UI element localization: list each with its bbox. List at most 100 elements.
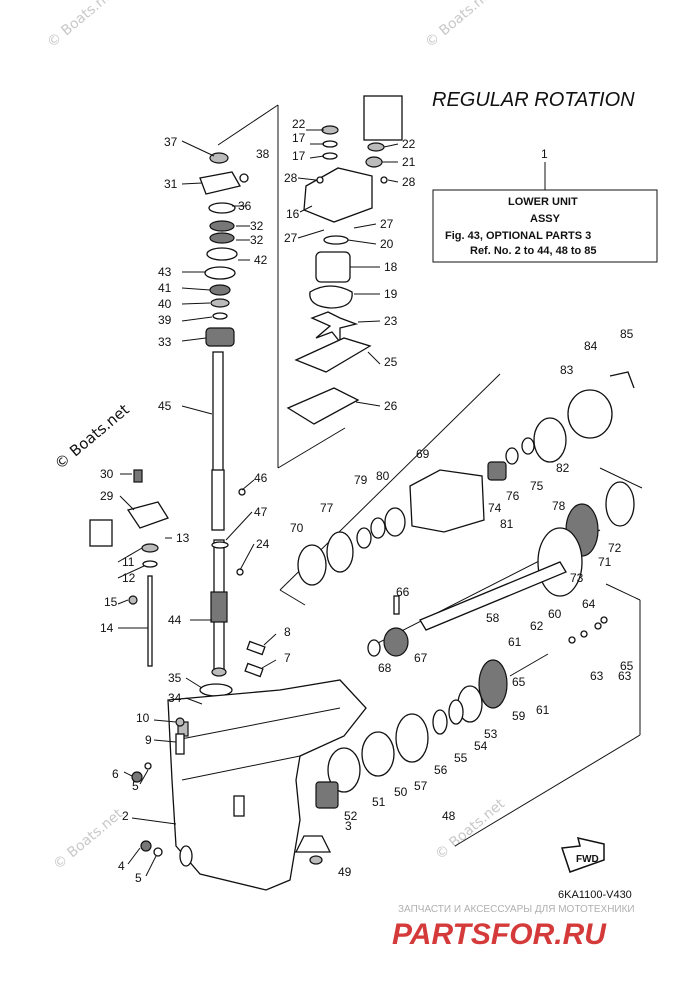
callout-2: 2 (122, 809, 129, 823)
watermark-bottom-left: © Boats.net (50, 806, 126, 873)
callout-32: 32 (250, 233, 264, 247)
callout-21: 21 (402, 155, 416, 169)
callout-31: 31 (164, 177, 178, 191)
callout-17: 17 (292, 149, 306, 163)
page-title: REGULAR ROTATION (432, 89, 635, 111)
callout-55: 55 (454, 751, 468, 765)
callout-33: 33 (158, 335, 172, 349)
callout-79: 79 (354, 473, 368, 487)
info-box-line2: ASSY (530, 213, 561, 225)
callout-23: 23 (384, 314, 398, 328)
callout-76: 76 (506, 489, 520, 503)
info-box-line4: Ref. No. 2 to 44, 48 to 85 (470, 245, 597, 257)
callout-numbers: 2345567891011121314151617171819202122222… (100, 117, 634, 885)
callout-69: 69 (416, 447, 430, 461)
info-box-line3: Fig. 43, OPTIONAL PARTS 3 (445, 230, 591, 242)
callout-46: 46 (254, 471, 268, 485)
fwd-arrow: FWD (560, 836, 605, 873)
callout-62: 62 (530, 619, 544, 633)
callout-56: 56 (434, 763, 448, 777)
callout-81: 81 (500, 517, 514, 531)
callout-61: 61 (508, 635, 522, 649)
callout-83: 83 (560, 363, 574, 377)
diagram-code: 6KA1100-V430 (558, 889, 632, 901)
callout-3: 3 (345, 819, 352, 833)
callout-57: 57 (414, 779, 428, 793)
callout-48: 48 (442, 809, 456, 823)
callout-73: 73 (570, 571, 584, 585)
gear-case (131, 679, 367, 891)
callout-50: 50 (394, 785, 408, 799)
drive-shaft (210, 351, 228, 677)
callout-36: 36 (238, 199, 252, 213)
callout-47: 47 (254, 505, 268, 519)
callout-30: 30 (100, 467, 114, 481)
gear-group (294, 616, 608, 865)
callout-5: 5 (135, 871, 142, 885)
callout-51: 51 (372, 795, 386, 809)
callout-12: 12 (122, 571, 136, 585)
callout-15: 15 (104, 595, 118, 609)
callout-70: 70 (290, 521, 304, 535)
callout-22: 22 (292, 117, 306, 131)
callout-27: 27 (284, 231, 298, 245)
callout-13: 13 (176, 531, 190, 545)
callout-6: 6 (112, 767, 119, 781)
callout-61: 61 (536, 703, 550, 717)
shift-rod-parts (89, 469, 169, 667)
callout-24: 24 (256, 537, 270, 551)
watermark-top-left: © Boats.net (44, 0, 120, 51)
watermark-left: © Boats.net (51, 400, 133, 473)
callout-28: 28 (402, 175, 416, 189)
callout-85: 85 (620, 327, 634, 341)
callout-8: 8 (284, 625, 291, 639)
callout-77: 77 (320, 501, 334, 515)
callout-78: 78 (552, 499, 566, 513)
callout-44: 44 (168, 613, 182, 627)
callout-72: 72 (608, 541, 622, 555)
callout-80: 80 (376, 469, 390, 483)
callout-4: 4 (118, 859, 125, 873)
callout-45: 45 (158, 399, 172, 413)
info-box: 1 LOWER UNIT ASSY Fig. 43, OPTIONAL PART… (432, 147, 658, 263)
callout-65: 65 (620, 659, 634, 673)
info-box-ref: 1 (541, 147, 548, 161)
footer-brand: PARTSFOR.RU (392, 918, 607, 951)
callout-66: 66 (396, 585, 410, 599)
callout-43: 43 (158, 265, 172, 279)
callout-17: 17 (292, 131, 306, 145)
callout-28: 28 (284, 171, 298, 185)
callout-34: 34 (168, 691, 182, 705)
callout-22: 22 (402, 137, 416, 151)
callout-63: 63 (618, 669, 632, 683)
callout-59: 59 (512, 709, 526, 723)
callout-16: 16 (286, 207, 300, 221)
callout-11: 11 (122, 555, 135, 569)
callout-19: 19 (384, 287, 398, 301)
callout-9: 9 (145, 733, 152, 747)
upper-stack-parts (199, 152, 266, 713)
propeller-shaft-group (297, 371, 635, 657)
callout-20: 20 (380, 237, 394, 251)
callout-54: 54 (474, 739, 488, 753)
water-pump-group (286, 95, 403, 425)
callout-42: 42 (254, 253, 268, 267)
callout-27: 27 (380, 217, 394, 231)
callout-38: 38 (256, 147, 270, 161)
callout-63: 63 (590, 669, 604, 683)
callout-37: 37 (164, 135, 178, 149)
callout-18: 18 (384, 260, 398, 274)
callout-40: 40 (158, 297, 172, 311)
callout-84: 84 (584, 339, 598, 353)
callout-74: 74 (488, 501, 502, 515)
fwd-label: FWD (576, 854, 599, 865)
callout-65: 65 (512, 675, 526, 689)
callout-29: 29 (100, 489, 114, 503)
callout-82: 82 (556, 461, 570, 475)
callout-67: 67 (414, 651, 428, 665)
callout-25: 25 (384, 355, 398, 369)
callout-5: 5 (132, 779, 139, 793)
callout-68: 68 (378, 661, 392, 675)
callout-41: 41 (158, 281, 172, 295)
